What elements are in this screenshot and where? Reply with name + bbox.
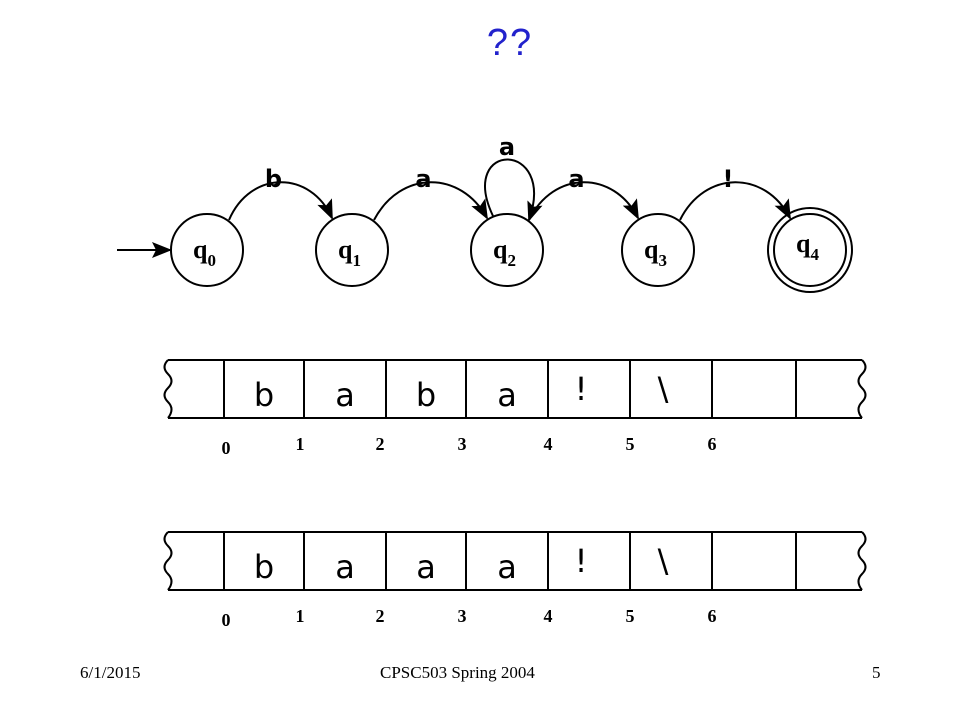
state-label-subscript: 0 [207,251,216,270]
tape-index-label: 2 [376,434,385,454]
state-q3: q3 [621,213,695,287]
state-q4: q4 [767,207,853,293]
transition-q2-q3: a [528,165,639,221]
tape-torn-right-edge [857,531,867,591]
tape-index-label: 5 [626,606,635,626]
state-label: q1 [338,235,361,270]
state-circle [470,213,544,287]
state-label: q4 [796,229,819,264]
tapes: b a b a! \ 0 1 2 3 4 5 6 b a a a! \ 0 1 2 3 4 5 6 [163,359,867,630]
state-label-base: q [193,235,208,264]
tape-index-label: 0 [222,610,231,630]
tape-2: b a a a! \ 0 1 2 3 4 5 6 [163,531,867,630]
state-circle [170,213,244,287]
transition-label: a [499,133,515,161]
transition-q3-q4: ! [679,165,791,221]
state-circle [773,213,847,287]
transition-label: a [568,165,584,193]
state-circle [315,213,389,287]
transition-arc [528,181,639,221]
transition-q0-q1: b [228,165,333,221]
state-q0: q0 [170,213,244,287]
tape-index-label: 2 [376,606,385,626]
tape-cell-symbol: a [416,548,436,586]
tape-torn-left-edge [163,531,173,591]
state-label-base: q [796,229,811,258]
tape-index-label: 3 [458,434,467,454]
tape-cell-symbol: \ [658,542,669,580]
tape-index-label: 4 [544,606,553,626]
tape-index-label: 3 [458,606,467,626]
state-label-subscript: 1 [352,251,361,270]
tape-cell-symbol: b [254,376,274,414]
transition-label: ! [723,165,734,193]
transition-label: b [265,165,282,193]
tape-cell-symbol: a [335,548,355,586]
state-circle [621,213,695,287]
tape-cell-symbol: ! [575,542,588,580]
state-label: q3 [644,235,667,270]
tape-cell-symbol: b [254,548,274,586]
self-loop-arc [484,158,543,222]
state-label-base: q [644,235,659,264]
transition-arc [679,181,791,221]
transition-q2-q2: a [484,133,543,222]
tape-index-label: 0 [222,438,231,458]
tape-index-label: 6 [708,434,717,454]
state-q2: q2 [470,213,544,287]
state-label-subscript: 2 [507,251,516,270]
tape-cell-symbol: \ [658,370,669,408]
final-state-ring [767,207,853,293]
state-label-base: q [338,235,353,264]
state-q1: q1 [315,213,389,287]
footer-page-number: 5 [872,663,881,682]
tape-torn-left-edge [163,359,173,419]
tape-index-label: 1 [296,606,305,626]
tape-cell-symbol: ! [575,370,588,408]
tape-cell-symbol: b [416,376,436,414]
tape-index-label: 1 [296,434,305,454]
tape-cell-symbol: a [497,548,517,586]
tape-torn-right-edge [857,359,867,419]
footer-course: CPSC503 Spring 2004 [380,663,535,682]
state-label: q2 [493,235,516,270]
transition-label: a [415,165,431,193]
slide-title: ?? [486,22,534,64]
tape-1: b a b a! \ 0 1 2 3 4 5 6 [163,359,867,458]
state-label-subscript: 3 [658,251,667,270]
tape-cell-symbol: a [497,376,517,414]
tape-cell-symbol: a [335,376,355,414]
state-label: q0 [193,235,216,270]
transition-arc [228,181,333,221]
transition-arc [373,181,488,221]
state-label-subscript: 4 [810,245,819,264]
footer-date: 6/1/2015 [80,663,141,682]
tape-index-label: 5 [626,434,635,454]
tape-index-label: 4 [544,434,553,454]
transition-q1-q2: a [373,165,488,221]
tape-index-label: 6 [708,606,717,626]
state-label-base: q [493,235,508,264]
